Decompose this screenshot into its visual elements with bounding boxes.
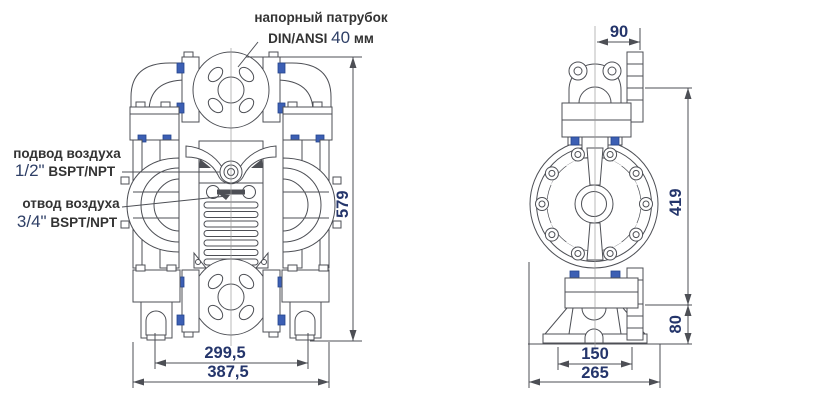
discharge-port-standard: DIN/ANSI: [268, 31, 328, 46]
dim-foot-width-150: 150: [581, 345, 609, 363]
leader-lines: [121, 41, 259, 208]
base-stand: [542, 267, 648, 344]
centerlines: [230, 26, 596, 350]
dim-height-579: 579: [333, 190, 352, 219]
air-exhaust-thread: BSPT/NPT: [50, 215, 118, 230]
air-exhaust-size: 3/4": [16, 212, 47, 231]
pump-leg-left: [132, 264, 181, 341]
dim-feet-spacing-299-5: 299,5: [204, 344, 246, 362]
dim-flange-offset-90: 90: [609, 23, 629, 41]
air-supply-label-line2: 1/2" BSPT/NPT: [2, 161, 128, 181]
clamp-wheel-pattern: [546, 147, 642, 261]
front-view-dimension-lines: [132, 56, 362, 388]
discharge-port-label-line1: напорный патрубок: [254, 10, 388, 25]
dim-overall-width-387-5: 387,5: [207, 363, 249, 381]
side-view-dimension-lines: [528, 28, 692, 388]
air-supply-thread: BSPT/NPT: [48, 164, 116, 179]
diaphragm-cover-left: [120, 157, 180, 253]
dim-overall-depth-265: 265: [581, 364, 609, 382]
discharge-port-leader: [237, 41, 259, 68]
air-supply-label-line1: подвод воздуха: [13, 146, 121, 161]
air-exhaust-label-line2: 3/4" BSPT/NPT: [2, 212, 132, 232]
diaphragm-cover-right: [282, 157, 342, 253]
discharge-port-unit: мм: [353, 31, 374, 46]
discharge-port-label-line2: DIN/ANSI 40 мм: [246, 28, 396, 48]
air-supply-size: 1/2": [14, 161, 45, 180]
dim-port-height-419: 419: [666, 188, 685, 217]
dim-base-height-80: 80: [666, 315, 685, 334]
air-exhaust-label-line1: отвод воздуха: [22, 196, 120, 211]
air-exhaust-leader: [121, 195, 228, 208]
housing-bolts: [535, 147, 653, 261]
discharge-port-size: 40: [331, 28, 351, 47]
pump-leg-right: [281, 264, 330, 341]
